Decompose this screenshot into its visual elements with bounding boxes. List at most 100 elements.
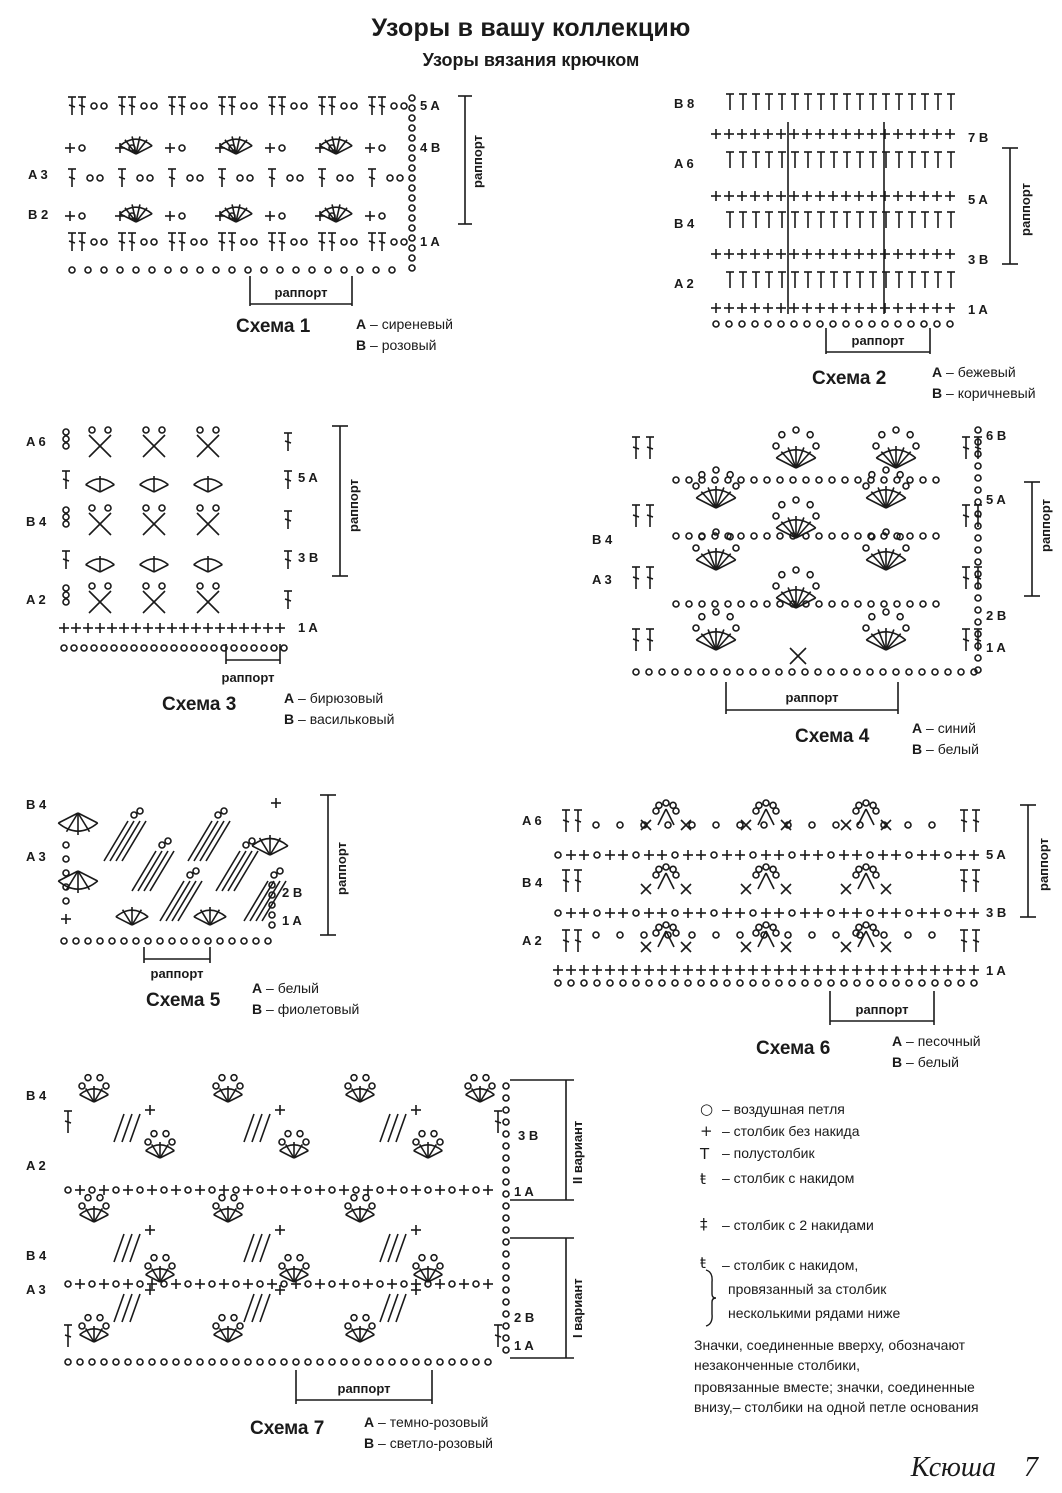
chain-stitch-mark	[906, 476, 914, 484]
fan-stitch-mark	[293, 1274, 309, 1283]
chain-stitch-mark	[902, 544, 910, 552]
v-stitch-mark	[865, 872, 875, 890]
chain-stitch-mark	[862, 863, 870, 871]
fan-stitch-mark	[700, 553, 717, 571]
chain-stitch-mark	[268, 921, 276, 929]
chain-stitch-mark	[974, 534, 982, 542]
chain-stitch-mark	[593, 909, 601, 917]
chain-stitch-mark	[502, 1226, 510, 1234]
chain-stitch-mark	[655, 923, 663, 932]
chain-stitch-mark	[208, 1358, 216, 1366]
chain-stitch-mark	[815, 476, 823, 484]
chain-stitch-mark	[790, 320, 798, 328]
chain-stitch-mark	[244, 266, 252, 274]
chain-stitch-mark	[150, 102, 158, 110]
crossed-stitch-mark	[680, 883, 692, 895]
scheme-2-left-label: B 4	[674, 216, 695, 231]
scheme-3-right-label: 5 A	[298, 470, 318, 485]
chain-stitch-mark	[726, 532, 734, 541]
chain-stitch-mark	[386, 174, 394, 182]
magazine-name: Ксюша	[910, 1452, 996, 1483]
fan-arc-mark	[145, 1144, 175, 1152]
fan-stitch-mark	[58, 812, 79, 824]
chain-stitch-mark	[852, 871, 860, 879]
fan-arc-mark	[413, 1268, 443, 1276]
fan-arc-mark	[865, 631, 907, 641]
chain-stitch-mark	[855, 801, 863, 810]
scheme-2-repeat-label: раппорт	[852, 333, 905, 348]
chain-stitch-mark	[284, 1129, 292, 1138]
chain-stitch-mark	[412, 1358, 420, 1366]
scheme-4-right-label: 1 A	[986, 640, 1006, 655]
scheme-2-left-label: B 8	[674, 96, 694, 111]
fan-stitch-mark	[159, 1150, 175, 1159]
chain-stitch-mark	[160, 644, 168, 652]
hdc-icon: T	[700, 1145, 710, 1163]
crossed-stitch-mark	[88, 512, 112, 536]
fan-stitch-mark	[319, 145, 337, 155]
fan-arc-mark	[345, 1328, 375, 1336]
chain-stitch-mark	[276, 867, 284, 875]
scheme-2-right-label: 1 A	[968, 302, 988, 317]
chain-stitch-mark	[655, 801, 663, 810]
fan-arc-mark	[213, 1208, 243, 1216]
scheme-7-right-label: 1 A	[514, 1184, 534, 1199]
chain-stitch-mark	[789, 476, 797, 484]
chain-stitch-mark	[814, 979, 822, 987]
chain-stitch-mark	[918, 668, 926, 676]
fan-stitch-mark	[359, 1334, 375, 1343]
fan-arc-mark	[279, 1268, 309, 1276]
chain-stitch-mark	[430, 1253, 438, 1262]
fan-stitch-mark	[870, 553, 887, 571]
fan-arc-mark	[219, 138, 253, 147]
chain-stitch-mark	[712, 931, 720, 939]
key-note-line: провязанные вместе; значки, соединенные	[694, 1379, 975, 1395]
chain-stitch-mark	[160, 1358, 168, 1366]
chain-stitch-mark	[692, 544, 700, 552]
scheme-6-right-label: 3 B	[986, 905, 1006, 920]
scheme-7-left-label: B 4	[26, 1088, 47, 1103]
chain-stitch-mark	[278, 144, 286, 152]
chain-stitch-mark	[236, 1082, 244, 1090]
chain-stitch-mark	[970, 668, 978, 676]
chain-stitch-mark	[200, 238, 208, 246]
scheme-1-left-label: A 3	[28, 167, 48, 182]
chain-stitch-mark	[324, 266, 332, 274]
chain-stitch-mark	[892, 979, 900, 987]
chain-stitch-mark	[90, 644, 98, 652]
scheme-4-right-label: 5 A	[986, 492, 1006, 507]
chain-stitch-mark	[815, 532, 823, 540]
chain-stitch-mark	[344, 1202, 352, 1210]
scheme-1-title: Схема 1	[236, 316, 311, 337]
chain-stitch-mark	[752, 929, 760, 937]
chain-stitch-mark	[162, 1129, 170, 1138]
fan-stitch-mark	[269, 845, 289, 856]
chain-stitch-mark	[280, 1280, 288, 1288]
chain-stitch-mark	[712, 528, 720, 536]
chain-stitch-mark	[168, 937, 176, 945]
fan-arc-mark	[145, 1268, 175, 1276]
chain-stitch-mark	[662, 799, 670, 807]
chain-stitch-mark	[164, 837, 172, 845]
slanted-stitch-mark	[387, 1293, 399, 1323]
scheme-2-right-label: 7 B	[968, 130, 988, 145]
scheme-2-vertical-repeat: раппорт	[1018, 183, 1033, 236]
chain-stitch-mark	[902, 624, 910, 632]
chain-stitch-mark	[146, 174, 154, 182]
fan-stitch-mark	[866, 559, 887, 571]
chain-stitch-mark	[862, 624, 870, 632]
chain-stitch-mark	[362, 1193, 370, 1202]
crossed-stitch-mark	[789, 647, 807, 665]
chain-stitch-mark	[671, 668, 679, 676]
chain-stitch-mark	[878, 430, 886, 439]
chain-stitch-mark	[104, 426, 112, 434]
chain-stitch-mark	[196, 1358, 204, 1366]
chain-stitch-mark	[567, 979, 575, 987]
fan-arc-mark	[193, 558, 223, 566]
chain-stitch-mark	[841, 600, 849, 608]
diagonal-stitch-mark	[143, 850, 169, 892]
diagonal-stitch-mark	[221, 850, 247, 892]
slanted-stitch-mark	[379, 1233, 391, 1263]
fan-stitch-mark	[715, 633, 732, 651]
chain-stitch-mark	[418, 1129, 426, 1138]
